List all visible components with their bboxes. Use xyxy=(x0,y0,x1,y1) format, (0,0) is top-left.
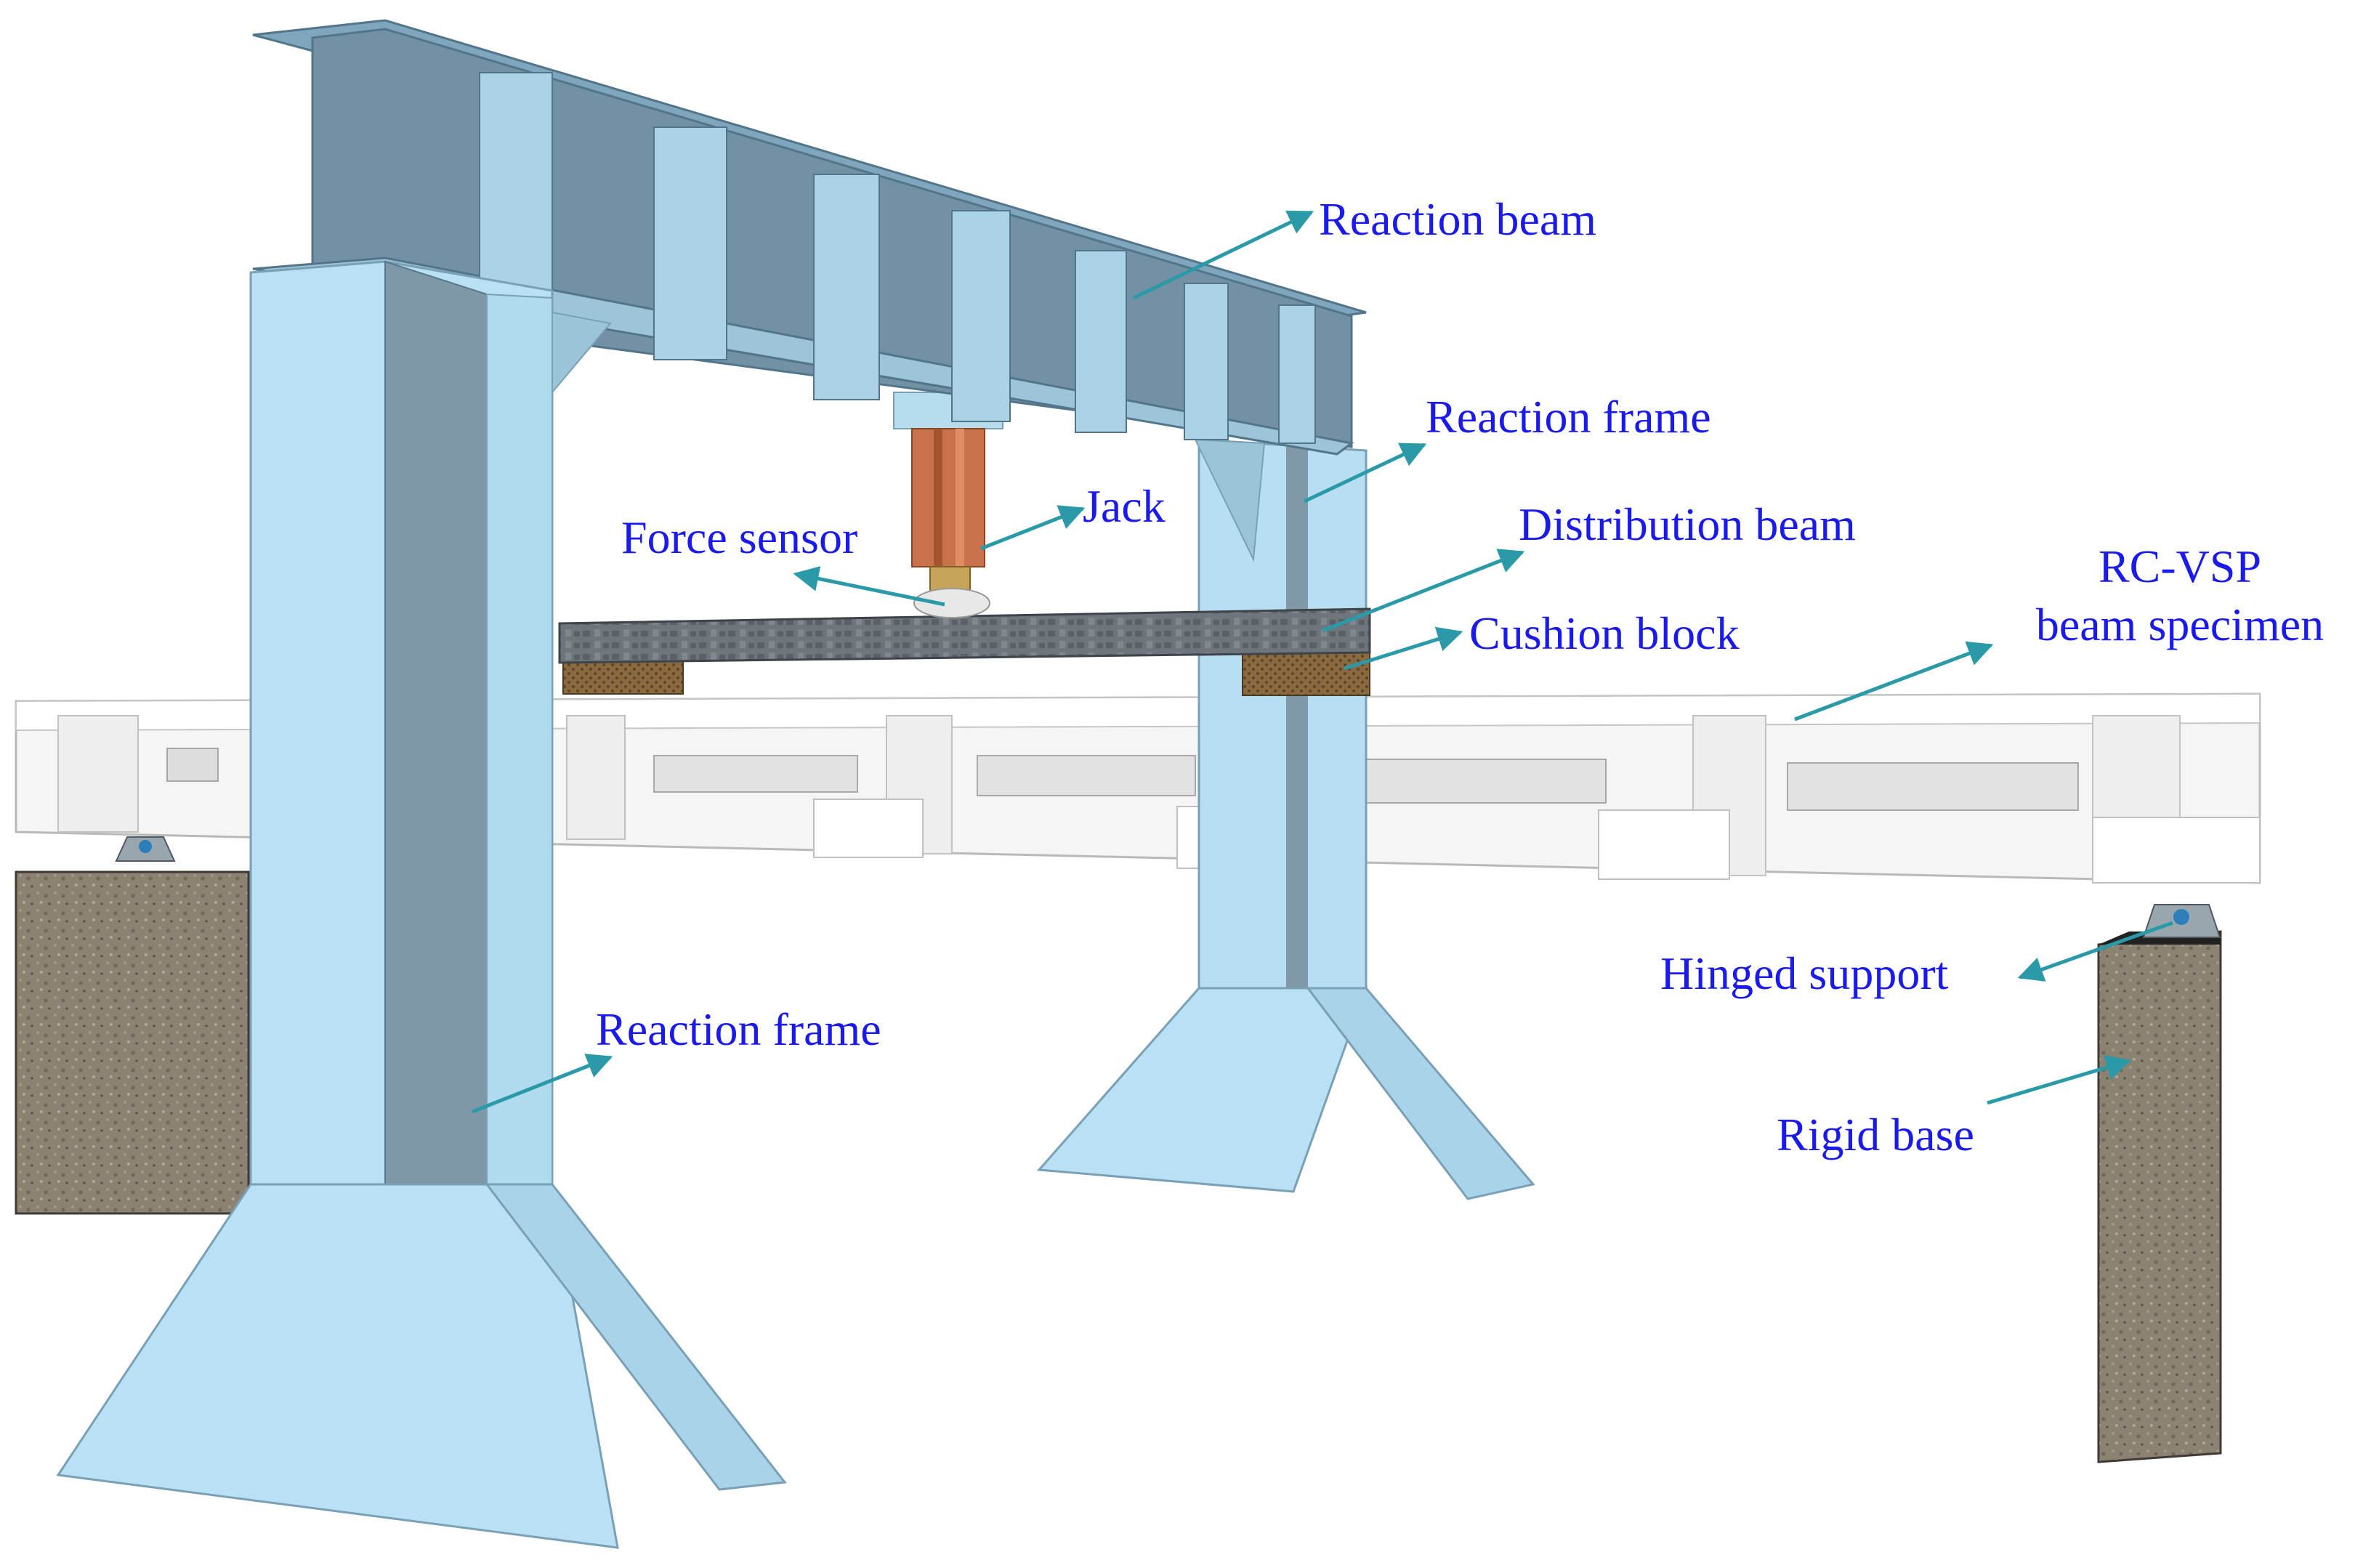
label-jack: Jack xyxy=(1083,480,1166,532)
label-rigid-base: Rigid base xyxy=(1777,1109,1974,1160)
leader-hinged-support xyxy=(2017,921,2173,982)
label-reaction-beam: Reaction beam xyxy=(1319,193,1597,245)
leader-cushion-block xyxy=(1344,626,1463,671)
leader-reaction-frame-left xyxy=(472,1054,613,1114)
reaction-frame-left xyxy=(56,260,787,1549)
rigid-base-left xyxy=(15,870,250,1215)
cushion-block-right xyxy=(1242,650,1370,696)
reaction-frame-right xyxy=(1036,438,1535,1200)
label-hinged-support: Hinged support xyxy=(1660,947,1949,999)
label-distribution-beam: Distribution beam xyxy=(1519,498,1856,550)
leader-specimen xyxy=(1794,641,1994,722)
label-force-sensor: Force sensor xyxy=(621,512,858,563)
label-rc-vsp-line2: beam specimen xyxy=(2035,599,2324,650)
label-reaction-frame-left: Reaction frame xyxy=(596,1003,881,1055)
leader-force-sensor xyxy=(793,566,945,607)
label-cushion-block: Cushion block xyxy=(1469,607,1740,659)
label-reaction-frame-right: Reaction frame xyxy=(1426,391,1711,442)
leader-rigid-base xyxy=(1987,1055,2132,1105)
leader-jack xyxy=(980,505,1086,551)
leader-lines xyxy=(472,210,2173,1114)
rigid-base-right xyxy=(2097,930,2222,1463)
force-sensor xyxy=(913,588,990,618)
leader-distribution-beam xyxy=(1322,549,1525,633)
hinged-support-right xyxy=(2142,904,2221,938)
leader-reaction-frame-right xyxy=(1303,442,1427,504)
hinged-support-left xyxy=(115,836,176,862)
leader-reaction-beam xyxy=(1132,210,1314,300)
jack xyxy=(893,392,1003,593)
distribution-beam xyxy=(558,607,1371,664)
label-rc-vsp-line1: RC-VSP xyxy=(2098,541,2262,592)
